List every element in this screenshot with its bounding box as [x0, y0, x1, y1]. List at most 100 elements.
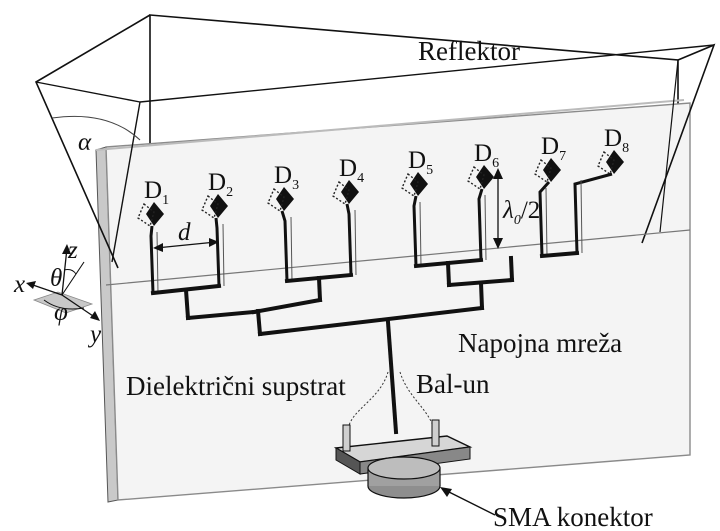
dipole-feed-edge-8	[580, 179, 583, 254]
dipole-arm-solid-3	[276, 187, 294, 211]
feed-network-label: Napojna mreža	[458, 328, 622, 358]
lambda-label: λ0/2	[502, 197, 540, 228]
dipole-arm-solid-8	[606, 150, 624, 174]
dipole-label-8: D8	[604, 125, 629, 156]
dipole-feed-5	[412, 195, 418, 267]
sma-pin-right	[431, 419, 440, 447]
dipole-feed-2	[214, 217, 221, 287]
balun-dotted-right	[399, 371, 435, 431]
d-arrow-left	[153, 243, 163, 252]
dipole-index-1: 1	[162, 193, 169, 208]
feed-stub-a	[183, 287, 191, 321]
lambda-arrow-bottom	[493, 238, 503, 249]
y-axis-arrow	[90, 311, 100, 321]
feed-stub-c	[445, 260, 452, 288]
dipole-feed-4	[345, 203, 353, 276]
dipole-feed-8	[573, 172, 613, 254]
z-axis-line	[61, 247, 68, 296]
feed-stub-d	[508, 255, 515, 283]
dipole-index-5: 5	[426, 163, 433, 178]
dipole-feed-edge-1	[156, 231, 159, 294]
alpha-label: α	[78, 129, 92, 156]
dipole-arm-dotted-6	[467, 165, 485, 191]
z-axis-label: z	[67, 237, 78, 264]
reflector-front-line-left	[35, 81, 141, 103]
phi-label: φ	[54, 299, 68, 326]
dipole-index-6: 6	[492, 156, 499, 171]
dipole-feed-1	[149, 225, 155, 294]
dipole-8: D8	[573, 125, 629, 254]
dipole-letter-5: D	[408, 147, 426, 174]
dipole-arm-dotted-5	[401, 172, 419, 198]
dipole-arm-solid-4	[341, 180, 359, 204]
dipole-feed-edge-3	[290, 216, 293, 282]
feed-main-vertical	[385, 319, 399, 435]
dipole-feed-edge-4	[354, 209, 357, 276]
x-axis-label: x	[13, 271, 25, 298]
lambda-arrow-top	[493, 168, 503, 179]
dipole-label-1: D1	[144, 177, 169, 208]
feed-stub-e	[255, 308, 263, 337]
dipole-5: D5	[401, 147, 433, 267]
dipole-label-5: D5	[408, 147, 433, 178]
dipole-arm-solid-6	[476, 165, 494, 189]
x-axis-arrow	[26, 281, 36, 289]
dipole-7: D7	[534, 133, 566, 257]
dipole-index-7: 7	[559, 149, 566, 164]
dipole-2: D2	[201, 169, 233, 287]
reflector-substrate-intersection	[105, 229, 691, 286]
x-axis-line	[29, 283, 63, 296]
dipole-index-3: 3	[292, 178, 299, 193]
dipole-feed-3	[280, 210, 289, 282]
dipole-arm-solid-2	[210, 194, 228, 218]
phi-arc	[43, 299, 85, 310]
dipole-arm-dotted-4	[332, 180, 350, 206]
dipole-label-6: D6	[474, 140, 499, 171]
sma-arrow-line	[444, 489, 496, 516]
d-arrow-right	[209, 238, 219, 247]
dipole-arm-dotted-3	[267, 187, 285, 213]
dipole-letter-8: D	[604, 125, 622, 152]
dipole-letter-6: D	[474, 140, 492, 167]
r-vector-line	[61, 261, 85, 296]
coordinate-system	[26, 244, 100, 321]
dipole-index-2: 2	[226, 185, 233, 200]
dipole-6: D6	[467, 140, 499, 261]
dipole-letter-1: D	[144, 177, 162, 204]
dipole-arm-dotted-2	[201, 194, 219, 220]
reflector-label: Reflektor	[418, 36, 520, 66]
feed-stub-f	[478, 280, 485, 311]
dipole-label-7: D7	[541, 133, 566, 164]
feed-level2-left-b	[251, 297, 323, 315]
d-dimension-line	[155, 241, 217, 249]
dipole-feed-7	[538, 180, 551, 257]
sma-arrow-head	[440, 487, 452, 497]
dipole-4: D4	[332, 155, 364, 276]
sma-connector	[333, 419, 473, 499]
z-axis-arrow	[62, 244, 71, 254]
balun-label: Bal-un	[416, 369, 490, 399]
y-axis-line	[61, 294, 97, 319]
dipole-index-4: 4	[357, 171, 364, 186]
dipole-letter-7: D	[541, 133, 559, 160]
theta-arc	[63, 269, 77, 275]
y-axis-label: y	[87, 321, 102, 348]
sma-pin-left	[342, 424, 351, 452]
dipole-letter-3: D	[274, 162, 292, 189]
dipole-letter-4: D	[339, 155, 357, 182]
dipole-label-4: D4	[339, 155, 364, 186]
reflector-inner-fold	[659, 59, 679, 233]
phi-plane	[32, 291, 94, 314]
dipole-letter-2: D	[208, 169, 226, 196]
dipole-arm-solid-1	[146, 202, 164, 226]
theta-label: θ	[50, 265, 62, 292]
feed-stub-b	[316, 275, 323, 303]
dipole-arm-dotted-8	[597, 150, 615, 176]
alpha-angle-arc	[51, 115, 141, 141]
feed-pair-7-8	[539, 250, 580, 259]
substrate-top-edge	[95, 99, 685, 151]
dipole-feed-edge-5	[419, 201, 422, 267]
feed-level2-left	[185, 309, 257, 321]
sma-connector-label: SMA konektor	[493, 502, 653, 531]
